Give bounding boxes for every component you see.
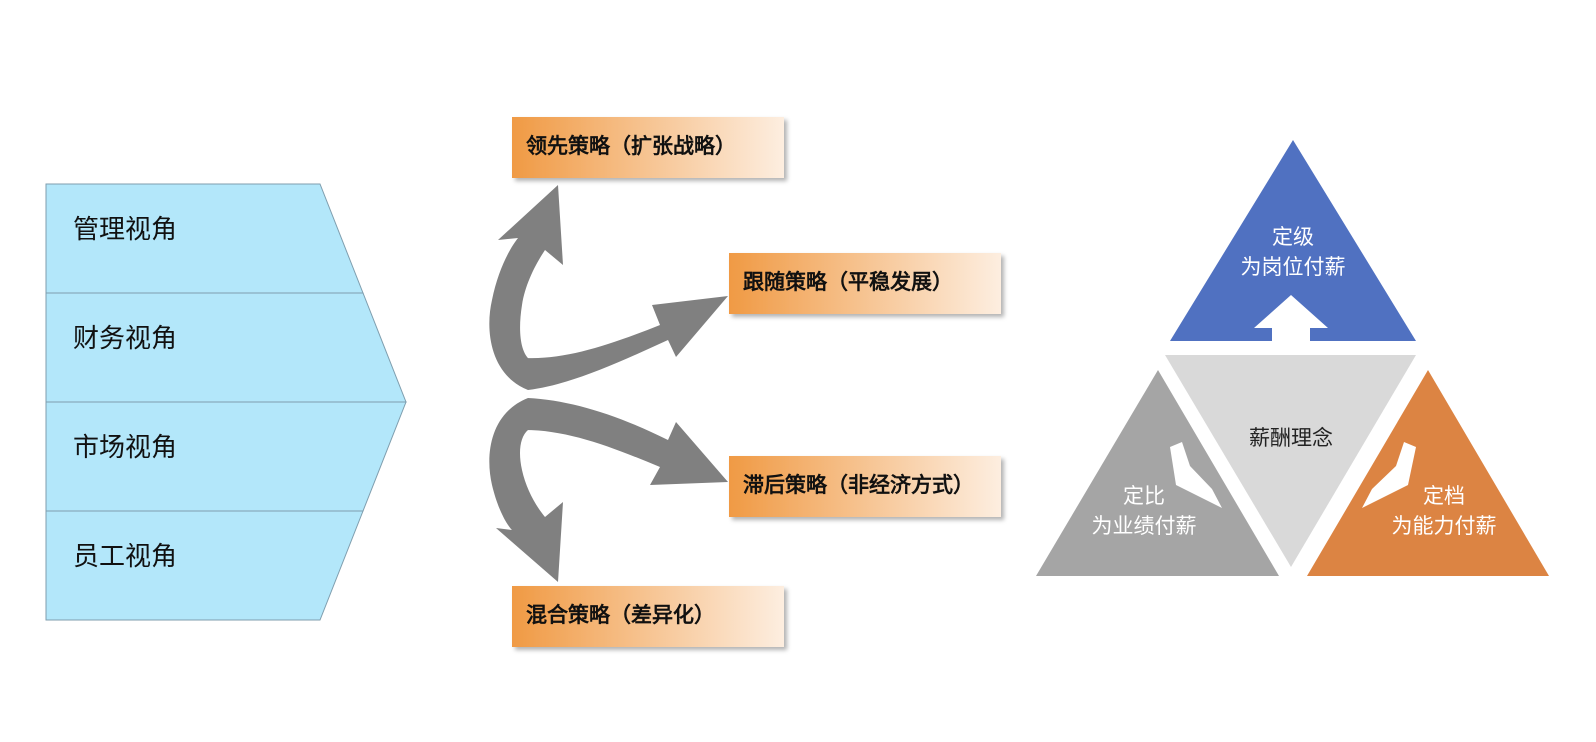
strategy-label-lag: 滞后策略（非经济方式）	[743, 472, 974, 497]
philosophy-triangle: 定级 为岗位付薪 薪酬理念 定比 为业绩付薪 定档 为能力付薪	[1036, 140, 1549, 576]
chevron-segment-employee	[45, 510, 364, 621]
triangle-right-level	[1307, 370, 1549, 576]
strategy-box-lead	[512, 117, 784, 178]
strategy-label-mix: 混合策略（差异化）	[526, 602, 715, 627]
triangle-left-ratio	[1036, 370, 1279, 576]
triangle-center-title: 薪酬理念	[1249, 426, 1333, 450]
strategy-label-lead: 领先策略（扩张战略）	[526, 133, 736, 158]
triangle-top-subtitle: 为岗位付薪	[1241, 255, 1346, 279]
perspective-label-management: 管理视角	[73, 215, 177, 245]
triangle-right-title: 定档	[1423, 484, 1465, 508]
arrow-down-mix-icon	[489, 398, 563, 582]
triangle-left-subtitle: 为业绩付薪	[1092, 514, 1197, 538]
perspective-label-market: 市场视角	[73, 433, 177, 463]
strategy-arrows	[489, 185, 728, 582]
strategy-box-follow	[729, 253, 1001, 314]
strategy-boxes: 领先策略（扩张战略） 跟随策略（平稳发展） 滞后策略（非经济方式） 混合策略（差…	[512, 117, 1001, 647]
strategy-box-mix	[512, 586, 784, 647]
arrow-left-down-white-icon	[1170, 442, 1222, 508]
triangle-top-title: 定级	[1272, 225, 1314, 249]
perspective-label-employee: 员工视角	[73, 542, 177, 572]
arrow-right-lag-icon	[525, 398, 728, 485]
strategy-box-lag	[729, 456, 1001, 517]
arrow-right-follow-icon	[525, 296, 728, 390]
triangle-center-philosophy	[1165, 355, 1416, 567]
strategy-label-follow: 跟随策略（平稳发展）	[743, 269, 953, 294]
perspective-label-finance: 财务视角	[73, 324, 177, 354]
arrow-right-down-white-icon	[1362, 442, 1416, 508]
perspectives-chevron: 管理视角 财务视角 市场视角 员工视角	[45, 183, 407, 621]
triangle-top-grade	[1170, 140, 1416, 341]
arrow-up-lead-icon	[489, 185, 563, 390]
triangle-right-subtitle: 为能力付薪	[1392, 514, 1497, 538]
triangle-left-title: 定比	[1123, 484, 1165, 508]
arrow-up-white-icon	[1254, 295, 1328, 341]
